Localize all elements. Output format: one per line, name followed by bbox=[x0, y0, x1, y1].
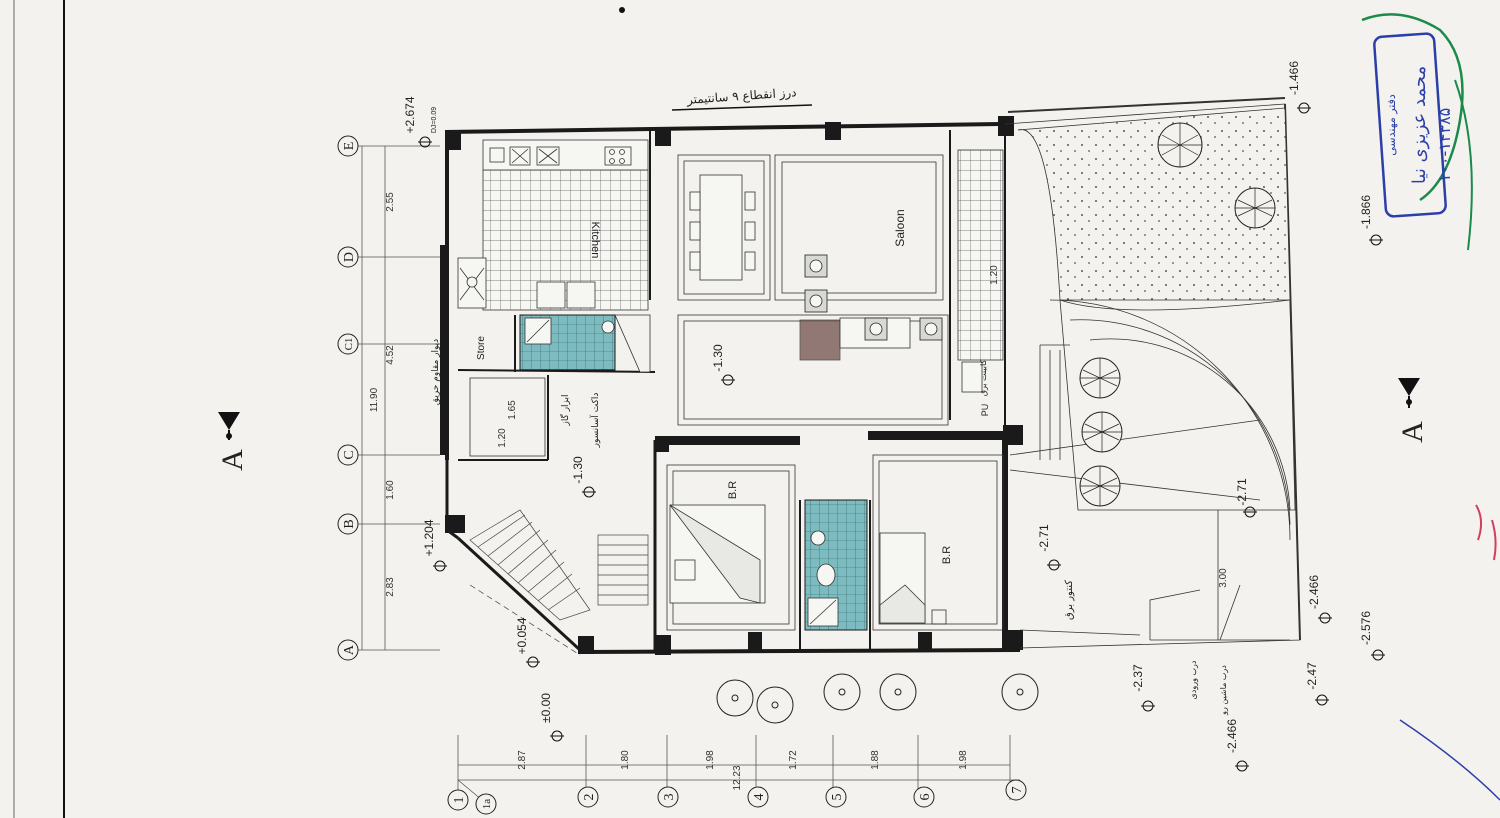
stairs bbox=[469, 509, 649, 656]
grid-num-7: 7 bbox=[1010, 787, 1025, 794]
grid-num-5: 5 bbox=[830, 794, 845, 801]
section-mark-right: A bbox=[1396, 378, 1429, 443]
section-label-right: A bbox=[1396, 421, 1429, 443]
room-label-kitchen: Kitchen bbox=[589, 222, 601, 259]
level-l4: ±0.00 bbox=[539, 693, 553, 723]
grid-letter-b: B bbox=[342, 519, 357, 528]
fire-wall-label: دیوار مقاوم حریق bbox=[431, 339, 441, 405]
level-l10: -2.576 bbox=[1359, 611, 1373, 645]
dim-shaft-2: 1.20 bbox=[497, 428, 508, 448]
dim-h-5: 1.88 bbox=[870, 750, 881, 770]
gas-meter-label: ابزار گاز bbox=[559, 394, 571, 426]
grid-letter-d: D bbox=[342, 252, 357, 262]
elevator-duct-label: داکت آسانسور bbox=[589, 393, 601, 449]
level-l2: +1.204 bbox=[422, 519, 436, 556]
grid-number-axis bbox=[457, 735, 1020, 801]
kitchen-counter bbox=[457, 139, 649, 309]
structural-columns bbox=[445, 116, 1023, 655]
dim-c-b: 1.60 bbox=[385, 480, 396, 500]
blue-pen-stroke bbox=[1399, 719, 1500, 801]
section-mark-left: A bbox=[216, 412, 249, 471]
grid-num-2: 2 bbox=[582, 794, 597, 801]
room-label-pu: PU bbox=[980, 404, 990, 417]
dim-h-2: 1.80 bbox=[620, 750, 631, 770]
level-l15: -1.866 bbox=[1359, 195, 1373, 229]
stamp-line1: دفتر مهندسی bbox=[1385, 94, 1398, 156]
electric-meter-label: کنتور برق bbox=[1064, 580, 1075, 620]
grid-letter-c1: C1 bbox=[343, 338, 355, 351]
dim-shaft-1: 1.65 bbox=[507, 400, 518, 420]
bedroom-2 bbox=[872, 454, 1004, 631]
dim-b-a: 2.83 bbox=[385, 577, 396, 597]
dim-h-6: 1.98 bbox=[958, 750, 969, 770]
dim-h-1: 2.87 bbox=[517, 750, 528, 770]
level-l8: -2.71 bbox=[1235, 478, 1249, 506]
stamp-line2: محمد عزیزی نیا bbox=[1409, 66, 1430, 184]
grid-num-6: 6 bbox=[918, 794, 933, 801]
dim-c1-c: 4.52 bbox=[385, 345, 396, 365]
level-labels: +2.674 +1.204 +0.054 ±0.00 -1.30 -1.30 -… bbox=[403, 61, 1373, 753]
entrance-door-label: درب ورودی bbox=[1189, 660, 1198, 699]
level-l7: -2.71 bbox=[1037, 524, 1051, 552]
vertical-dimensions: 2.55 4.52 11.90 1.60 2.83 bbox=[369, 146, 396, 650]
stamp-line3: ۱۰۰-۱۴۳۸۵ bbox=[1435, 108, 1454, 183]
room-label-store: Store bbox=[476, 336, 487, 360]
red-marks bbox=[1475, 504, 1497, 561]
dim-h-total: 12.23 bbox=[732, 765, 743, 790]
car-door-label: درب ماشین رو bbox=[1219, 665, 1228, 716]
level-l14: -1.466 bbox=[1287, 61, 1301, 95]
yard bbox=[1004, 97, 1301, 649]
dim-h-3: 1.98 bbox=[705, 750, 716, 770]
grid-num-3: 3 bbox=[662, 794, 677, 801]
grid-letter-c: C bbox=[342, 450, 357, 459]
grid-letter-e: E bbox=[342, 142, 357, 151]
grid-number-bubbles: 1 1a 2 3 4 5 6 7 bbox=[447, 779, 1027, 815]
building-walls bbox=[440, 122, 1021, 654]
kitchen-floor bbox=[482, 169, 649, 311]
dim-h-4: 1.72 bbox=[788, 750, 799, 770]
bedroom-1 bbox=[666, 464, 796, 631]
level-l13: -2.466 bbox=[1225, 719, 1239, 753]
room-label-saloon: Saloon bbox=[893, 209, 907, 246]
yard-trees bbox=[1079, 122, 1276, 507]
armchairs bbox=[804, 254, 943, 341]
level-l9: -2.466 bbox=[1307, 575, 1321, 609]
grid-letter-bubbles: E D C1 C B A bbox=[337, 135, 359, 661]
grid-num-1: 1 bbox=[452, 797, 467, 804]
dining-area bbox=[677, 154, 771, 301]
corridor-tiles bbox=[957, 149, 1004, 361]
street-trees bbox=[716, 673, 1039, 724]
dim-yard: 3.00 bbox=[1218, 568, 1229, 588]
dim-total-vertical: 11.90 bbox=[369, 387, 380, 412]
dim-corridor-width: 1.20 bbox=[989, 265, 1000, 285]
grid-letter-a: A bbox=[342, 644, 357, 655]
dim-e-d: 2.55 bbox=[385, 192, 396, 212]
dj-code-label: DJ=0.09 bbox=[431, 107, 438, 133]
level-markers bbox=[418, 102, 1385, 772]
section-label-left: A bbox=[216, 449, 249, 471]
shaft bbox=[469, 377, 546, 457]
grid-num-1a: 1a bbox=[481, 799, 493, 810]
level-l5: -1.30 bbox=[711, 344, 725, 372]
horizontal-dimensions: 2.87 1.80 1.98 12.23 1.72 1.88 1.98 bbox=[517, 750, 969, 791]
grid-num-4: 4 bbox=[752, 794, 767, 801]
level-l11: -2.47 bbox=[1305, 662, 1319, 690]
expansion-joint-label: درز انقطاع ۹ سانتیمتر bbox=[686, 85, 797, 108]
expansion-joint-note: درز انقطاع ۹ سانتیمتر bbox=[671, 85, 813, 111]
level-l1: +2.674 bbox=[403, 96, 417, 133]
electric-cabinet-label: کابینت برق bbox=[979, 360, 988, 397]
level-l3: +0.054 bbox=[515, 617, 529, 654]
room-label-br1: B.R bbox=[727, 481, 739, 499]
grid-letter-axis bbox=[340, 145, 440, 651]
level-l12: -2.37 bbox=[1131, 664, 1145, 692]
level-l6: -1.30 bbox=[571, 456, 585, 484]
room-label-br2: B.R bbox=[941, 546, 953, 564]
engineer-stamp: دفتر مهندسی محمد عزیزی نیا ۱۰۰-۱۴۳۸۵ bbox=[1361, 13, 1473, 251]
